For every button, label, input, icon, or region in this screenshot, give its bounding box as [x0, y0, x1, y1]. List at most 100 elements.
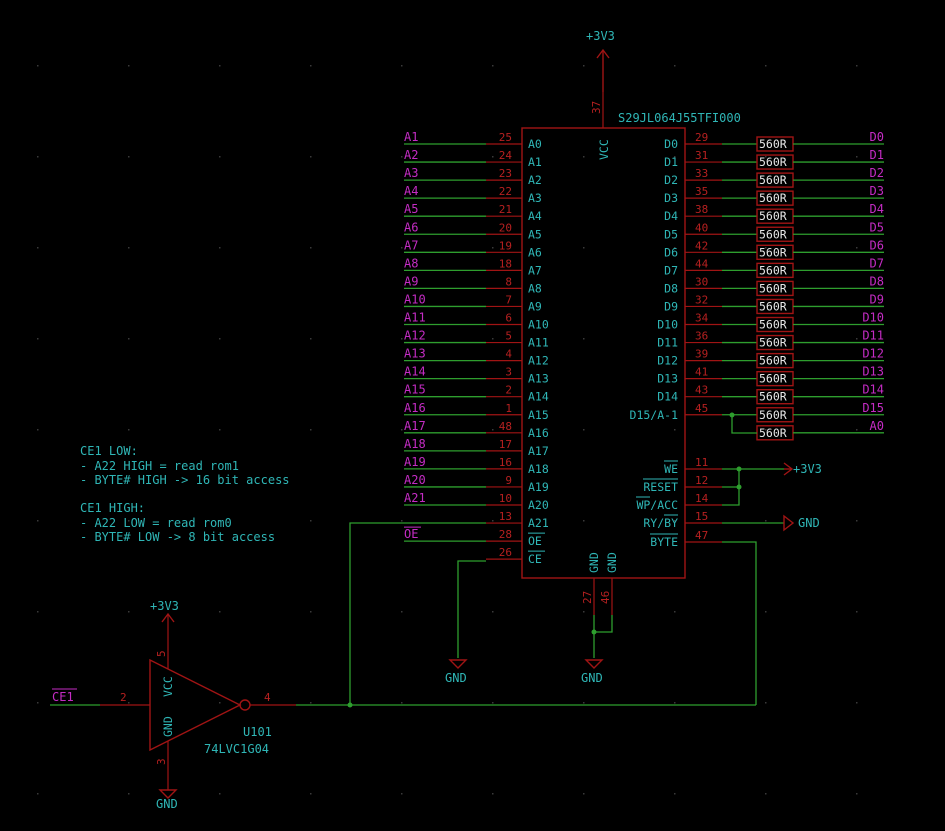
- resistor-d11[interactable]: 560R: [756, 334, 794, 351]
- resistor-d10[interactable]: 560R: [756, 316, 794, 333]
- data-pin-name: D7: [664, 263, 678, 277]
- resistor-value: 560R: [759, 318, 787, 332]
- resistor-d7[interactable]: 560R: [756, 262, 794, 279]
- inverter-u101[interactable]: 2 4 5 3 VCC GND U101 74LVC1G04 +3V3 GND …: [50, 599, 296, 811]
- addr-pin-name: A7: [528, 263, 542, 277]
- ctrl-pin-name: RESET: [643, 480, 678, 494]
- net-label-a3: A3: [404, 166, 418, 180]
- net-label-a20: A20: [404, 473, 426, 487]
- flash-vcc-power-symbol: +3V3: [586, 29, 615, 92]
- resistor-d14[interactable]: 560R: [756, 389, 794, 405]
- resistor-d9[interactable]: 560R: [756, 298, 794, 315]
- flash-gnd-pins: 27 46 GND GND: [581, 552, 619, 615]
- resistor-value: 560R: [759, 408, 787, 422]
- ctrl-pin-number: 11: [695, 456, 708, 469]
- resistor-d4[interactable]: 560R: [756, 208, 794, 224]
- data-pin-name: D8: [664, 281, 678, 295]
- net-label-d0: D0: [870, 130, 884, 144]
- net-label-a18: A18: [404, 437, 426, 451]
- data-pin-name: D5: [664, 227, 678, 241]
- net-label-d4: D4: [870, 202, 884, 216]
- data-pin-number: 29: [695, 131, 708, 144]
- note-line-2: - A22 HIGH = read rom1: [80, 459, 239, 473]
- data-pin-name: D12: [657, 354, 678, 368]
- resistor-d8[interactable]: 560R: [756, 280, 794, 297]
- net-label-a13: A13: [404, 347, 426, 361]
- inverter-vcc-power-label: +3V3: [150, 599, 179, 613]
- note-line-1: CE1 LOW:: [80, 444, 138, 458]
- addr-pin-name: A8: [528, 281, 542, 295]
- note-line-7: - BYTE# LOW -> 8 bit access: [80, 530, 275, 544]
- addr-pin-number: 2: [505, 384, 512, 397]
- addr-pin-number: 5: [505, 330, 512, 343]
- resistor-d3[interactable]: 560R: [756, 190, 794, 206]
- flash-gnd-pin-number-a: 27: [581, 591, 594, 604]
- design-notes: CE1 LOW: - A22 HIGH = read rom1 - BYTE# …: [80, 444, 290, 544]
- resistor-d1[interactable]: 560R: [756, 154, 794, 170]
- resistor-d2[interactable]: 560R: [756, 172, 794, 188]
- net-label-d3: D3: [870, 184, 884, 198]
- net-label-a4: A4: [404, 184, 418, 198]
- addr-pin-name: A16: [528, 426, 549, 440]
- resistor-d6[interactable]: 560R: [756, 244, 794, 261]
- resistor-d15[interactable]: 560R: [756, 407, 794, 423]
- addr-pin-number: 6: [505, 312, 512, 325]
- resistor-d0[interactable]: 560R: [756, 136, 794, 152]
- data-pin-name: D14: [657, 390, 678, 404]
- flash-gnd-pin-name-a: GND: [587, 552, 601, 573]
- addr-pin-number: 7: [505, 293, 512, 306]
- addr-pin-number: 9: [505, 474, 512, 487]
- ryby-gnd-label: GND: [798, 516, 820, 530]
- net-label-d15: D15: [862, 401, 884, 415]
- net-label-d1: D1: [870, 148, 884, 162]
- flash-vcc-power-label: +3V3: [586, 29, 615, 43]
- resistor-value: 560R: [759, 336, 787, 350]
- net-label-d11: D11: [862, 329, 884, 343]
- flash-vcc-pin-number: 37: [590, 101, 603, 114]
- addr-pin-number: 21: [499, 203, 512, 216]
- net-label-a17: A17: [404, 419, 426, 433]
- net-label-a7: A7: [404, 238, 418, 252]
- net-label-d8: D8: [870, 274, 884, 288]
- resistor-d12[interactable]: 560R: [756, 352, 794, 369]
- resistor-d13[interactable]: 560R: [756, 370, 794, 387]
- data-pin-number: 31: [695, 149, 708, 162]
- data-pin-name: D11: [657, 336, 678, 350]
- net-label-a12: A12: [404, 329, 426, 343]
- addr-pin-name: A12: [528, 354, 549, 368]
- addr-pin-number: 4: [505, 348, 512, 361]
- inverter-ref: U101: [243, 725, 272, 739]
- data-pin-name: D9: [664, 299, 678, 313]
- net-label-a9: A9: [404, 274, 418, 288]
- addr-pin-name: A13: [528, 372, 549, 386]
- addr-pin-name: A21: [528, 516, 549, 530]
- resistor-d5[interactable]: 560R: [756, 226, 794, 242]
- net-label-d14: D14: [862, 383, 884, 397]
- addr-pin-number: 26: [499, 546, 512, 559]
- addr-pin-name: CE: [528, 552, 542, 566]
- net-label-a5: A5: [404, 202, 418, 216]
- flash-chip-ref: S29JL064J55TFI000: [618, 111, 741, 125]
- net-label-a16: A16: [404, 401, 426, 415]
- net-label-d13: D13: [862, 365, 884, 379]
- resistor-value: 560R: [759, 299, 787, 313]
- data-pin-number: 41: [695, 366, 708, 379]
